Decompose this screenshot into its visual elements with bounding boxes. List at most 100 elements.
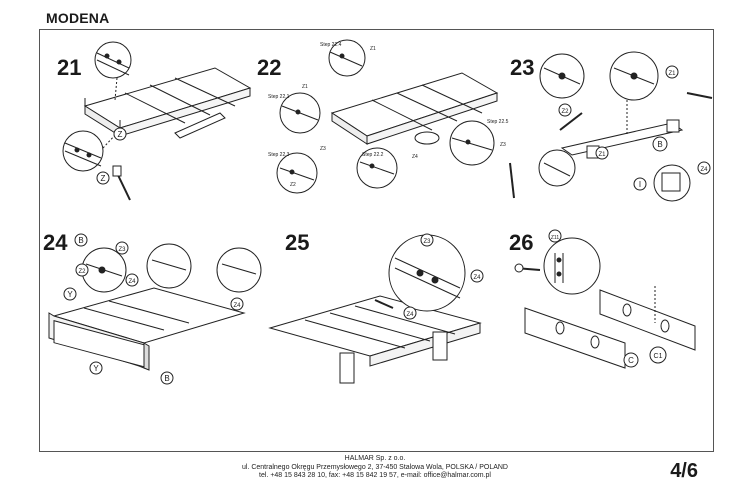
sub-step-label-22-4: Step 22.4 [320,42,342,48]
detail-zoom-circle-4 [356,147,398,189]
sub-step-label-22-1: Step 22.1 [268,94,290,100]
bed-frame-drawing [330,72,499,145]
screwdriver-icon [509,162,515,199]
part-label-z1-a: Z1 [665,65,679,79]
screwdriver-icon [374,299,394,309]
step-21-diagram: Z Z [62,41,252,201]
page-number: 4/6 [670,460,698,482]
svg-text:Z4: Z4 [233,303,241,309]
part-label-z3-b: Z3 [500,142,506,148]
part-label-y-top: Y [63,287,77,301]
part-label-z3: Z3 [115,241,129,255]
svg-text:Z1: Z1 [668,71,676,77]
part-label-z4-b: Z4 [230,297,244,311]
step-24-diagram: B Z3 Z2 Z4 Y Y B Z4 [48,233,262,385]
step-number-26: 26 [509,230,534,255]
bed-frame-drawing [83,67,252,139]
document-title: MODENA [46,10,110,26]
bed-frame-drawing [48,287,246,371]
part-label-z1-b: Z1 [302,84,308,90]
part-label-z4-a: Z4 [470,269,484,283]
svg-text:Z: Z [118,130,123,139]
svg-text:B: B [657,140,662,149]
detail-zoom-circle-3 [276,152,318,194]
screwdriver-icon [112,165,131,201]
panel-c-drawing [524,307,626,369]
detail-zoom-circle-bottom [62,130,118,172]
part-label-z11: Z11 [548,229,562,243]
part-label-z4: Z4 [697,161,711,175]
sub-step-label-22-5: Step 22.5 [487,119,509,125]
step-number-22: 22 [257,55,282,80]
detail-zoom-circle-3 [538,149,576,187]
svg-text:Z11: Z11 [551,235,559,241]
part-label-z-2: Z [96,171,110,185]
footer-company: HALMAR Sp. z o.o. [344,455,406,462]
detail-zoom-circle-3 [216,247,262,293]
bed-frame-drawing [268,295,482,384]
footer-contact: tel. +48 15 843 28 10, fax: +48 15 842 1… [259,472,491,479]
part-label-z4-a: Z4 [125,273,139,287]
detail-zoom-circle-1 [539,53,585,99]
sub-step-label-22-3: Step 22.3 [268,152,290,158]
screwdriver-icon [559,92,713,131]
svg-text:Z1: Z1 [598,152,606,158]
footer: HALMAR Sp. z o.o. ul. Centralnego Okręgu… [0,455,750,481]
part-label-z3: Z3 [420,233,434,247]
part-label-z2: Z2 [290,182,296,188]
svg-text:Z4: Z4 [406,312,414,318]
svg-text:Y: Y [67,290,73,299]
svg-text:Z4: Z4 [128,279,136,285]
part-label-z-1: Z [113,127,127,141]
detail-zoom-circle-5 [449,120,495,166]
instructions-frame [39,29,714,452]
part-label-z1-a: Z1 [370,46,376,52]
sub-step-label-22-2: Step 22.2 [362,152,384,158]
step-number-21: 21 [57,55,82,80]
step-number-23: 23 [510,55,535,80]
panel-c1-drawing [599,286,696,351]
step-26-diagram: Z11 C C1 [514,229,696,369]
part-label-z2: Z2 [558,103,572,117]
part-label-y-bottom: Y [89,361,103,375]
detail-zoom-circle-1 [81,247,127,293]
footer-address: ul. Centralnego Okręgu Przemysłowego 2, … [241,463,508,471]
svg-text:Z3: Z3 [423,239,431,245]
part-label-z4: Z4 [412,154,418,160]
svg-text:Z4: Z4 [473,275,481,281]
step-22-diagram: Step 22.4 Z1 Step 22.1 Z1 Step 22.3 Z3 Z… [268,39,515,199]
svg-text:Z3: Z3 [118,247,126,253]
detail-zoom-circle-2 [609,51,659,101]
part-label-c: C [623,352,639,368]
svg-text:C: C [628,356,634,365]
detail-zoom-circle-1 [328,39,366,77]
detail-zoom-circle-2 [146,243,192,289]
step-25-diagram: Z3 Z4 Z4 [268,233,484,384]
part-label-z1-b: Z1 [595,146,609,160]
svg-text:Y: Y [93,364,99,373]
part-label-z2: Z2 [75,263,89,277]
svg-text:B: B [78,236,83,245]
svg-text:Z: Z [101,174,106,183]
screwdriver-icon [514,263,541,273]
step-22-labels: Step 22.4 Z1 Step 22.1 Z1 Step 22.3 Z3 Z… [268,42,509,188]
part-label-z3-a: Z3 [320,146,326,152]
svg-text:C1: C1 [654,353,663,360]
side-rail-drawing [560,100,684,159]
part-label-b-bottom: B [160,371,174,385]
svg-text:Z2: Z2 [561,109,569,115]
part-label-c1: C1 [649,346,667,364]
detail-zoom-circle-top [94,41,132,101]
detail-zoom-circle-2 [279,92,321,134]
svg-text:Z4: Z4 [700,167,708,173]
part-label-b-top: B [74,233,88,247]
step-number-24: 24 [43,230,68,255]
svg-text:Z2: Z2 [78,269,86,275]
svg-text:B: B [164,374,169,383]
step-number-25: 25 [285,230,310,255]
svg-text:I: I [639,180,641,189]
part-label-b: B [652,136,668,152]
part-label-i: I [633,177,647,191]
step-23-diagram: Z1 Z2 B Z1 Z4 I [538,51,713,202]
part-label-z4-b: Z4 [403,306,417,320]
